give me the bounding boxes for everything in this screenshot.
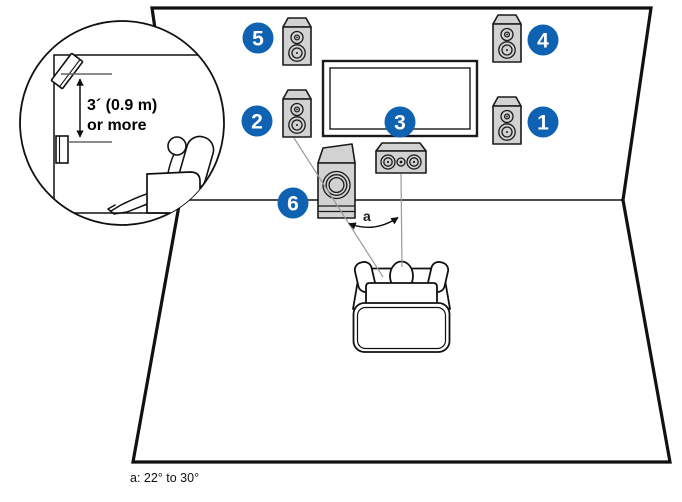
badge-4: 4: [527, 24, 559, 56]
front-speaker-right: [492, 96, 522, 145]
badge-2: 2: [241, 105, 273, 137]
height-speaker-right: [492, 14, 522, 63]
speaker-badges: 1 2 3 4 5 6: [241, 22, 559, 219]
subwoofer: [317, 143, 356, 219]
couch-base-inner: [356, 306, 447, 350]
floor-edge: [131, 198, 672, 464]
angle-label: a: [363, 208, 371, 224]
guide-line-center-speaker: [400, 173, 403, 268]
front-speaker-left: [282, 89, 312, 138]
svg-text:1: 1: [537, 112, 549, 135]
svg-text:5: 5: [252, 28, 264, 51]
angle-arc: [348, 216, 399, 230]
measurement-text-line1: 3´ (0.9 m): [87, 97, 157, 114]
badge-1: 1: [527, 106, 559, 138]
angle-range-caption: a: 22° to 30°: [130, 471, 199, 485]
svg-text:4: 4: [537, 30, 549, 53]
inset-height-speaker: [50, 52, 84, 90]
svg-text:6: 6: [287, 193, 299, 216]
inset-person-head: [167, 136, 187, 156]
inset-detail: 3´ (0.9 m) or more: [19, 20, 225, 226]
badge-6: 6: [277, 187, 309, 219]
angle-guides: a: [293, 137, 403, 278]
guide-line-left-speaker: [293, 137, 384, 278]
badge-5: 5: [242, 22, 274, 54]
listener-couch: [352, 260, 451, 353]
inset-front-speaker: [55, 135, 69, 164]
couch-base: [352, 302, 451, 353]
height-speaker-left: [282, 17, 312, 66]
center-speaker: [375, 142, 427, 174]
svg-text:3: 3: [394, 112, 406, 135]
svg-text:2: 2: [251, 111, 263, 134]
badge-3: 3: [384, 106, 416, 138]
measurement-text-line2: or more: [87, 117, 147, 134]
